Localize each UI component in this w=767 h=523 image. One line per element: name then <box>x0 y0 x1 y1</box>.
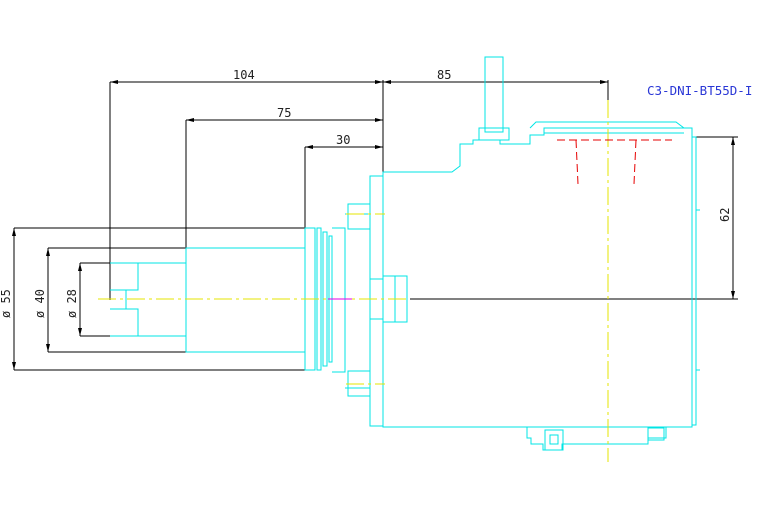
dim-dia-28: ø 28 <box>65 289 79 318</box>
drawing-title: C3-DNI-BT55D-I <box>647 83 752 98</box>
center-lines <box>98 100 609 462</box>
dimension-lines <box>13 80 738 371</box>
dimension-arrows <box>12 80 735 370</box>
part-outline <box>110 56 700 451</box>
dim-75: 75 <box>277 106 291 120</box>
hidden-lines <box>557 139 672 185</box>
dim-dia-55: ø 55 <box>0 289 13 318</box>
dim-104: 104 <box>233 68 255 82</box>
dim-dia-40: ø 40 <box>33 289 47 318</box>
dim-62: 62 <box>718 208 732 222</box>
dim-30: 30 <box>336 133 350 147</box>
dim-85: 85 <box>437 68 451 82</box>
